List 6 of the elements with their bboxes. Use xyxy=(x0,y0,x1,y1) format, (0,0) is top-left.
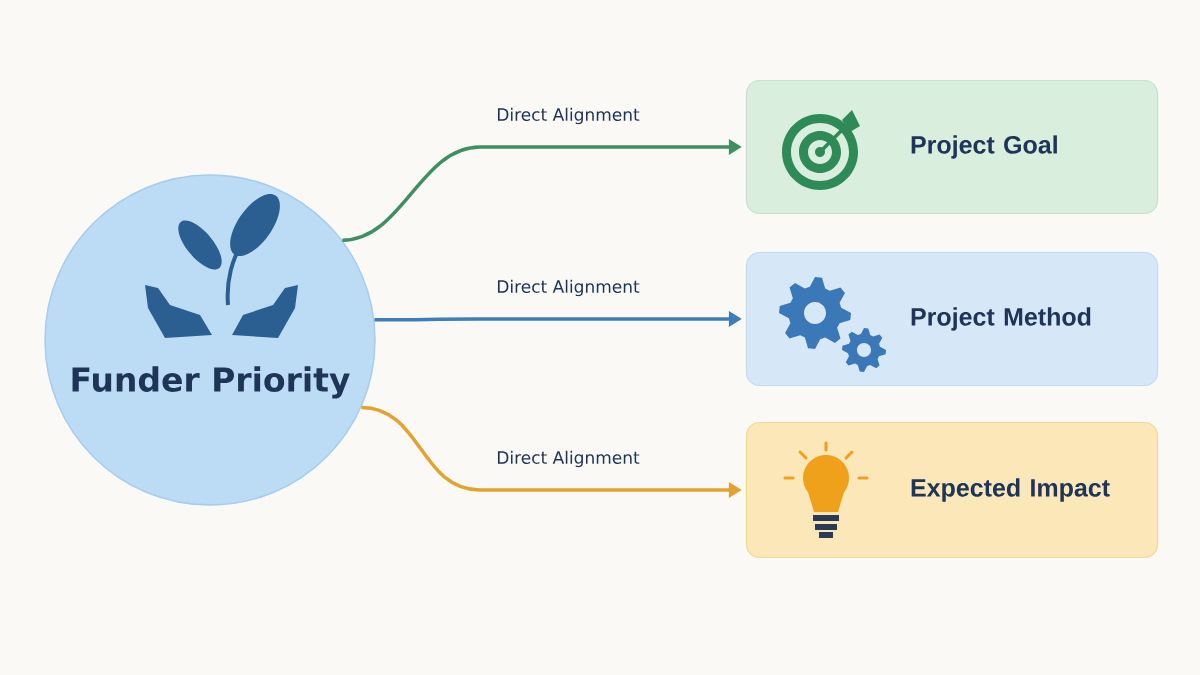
edge-label: Direct Alignment xyxy=(494,277,642,299)
outcome-box: Expected Impact xyxy=(745,421,1159,559)
edge-label: Direct Alignment xyxy=(494,105,642,127)
outcome-box: Project Method xyxy=(745,251,1159,387)
edge-label: Direct Alignment xyxy=(494,448,642,470)
outcome-box: Project Goal xyxy=(745,79,1159,215)
